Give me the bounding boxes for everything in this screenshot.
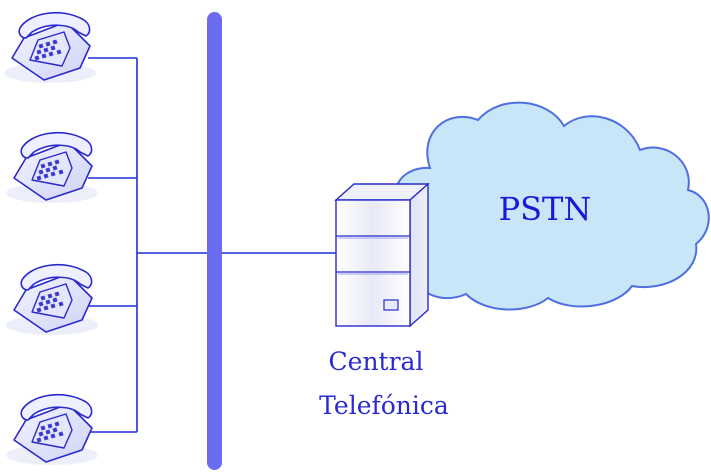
server-icon bbox=[334, 182, 430, 328]
telephone-icon bbox=[5, 263, 99, 336]
telephone-icon bbox=[3, 11, 97, 84]
telephone-icon bbox=[5, 393, 99, 466]
pstn-cloud: PSTN bbox=[386, 101, 710, 311]
server-label-line1: Central bbox=[329, 347, 424, 376]
telephone-icon bbox=[5, 131, 99, 204]
connection-lines bbox=[88, 57, 340, 433]
server-label-line2: Telefónica bbox=[319, 391, 449, 420]
bus-bar bbox=[207, 12, 222, 470]
pstn-label: PSTN bbox=[499, 190, 592, 228]
